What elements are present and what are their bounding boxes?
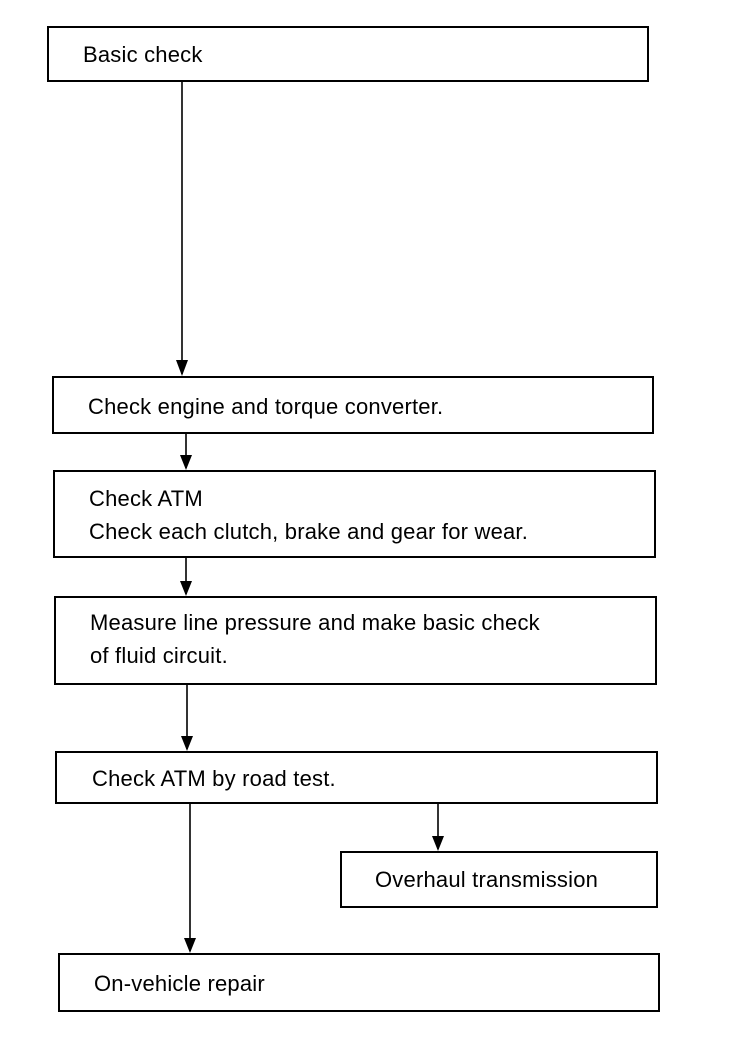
step-check-atm: Check ATM Check each clutch, brake and g… — [53, 470, 656, 558]
step-overhaul: Overhaul transmission — [340, 851, 658, 908]
step-measure-pressure: Measure line pressure and make basic che… — [54, 596, 657, 685]
step-road-test-label: Check ATM by road test. — [92, 766, 336, 791]
step-on-vehicle-repair: On-vehicle repair — [58, 953, 660, 1012]
step-basic-check-label: Basic check — [83, 42, 203, 67]
arrowhead-repair — [184, 938, 196, 953]
step-check-engine-label: Check engine and torque converter. — [88, 394, 444, 419]
arrowhead-atm — [180, 455, 192, 470]
step-measure-pressure-line2: of fluid circuit. — [90, 643, 228, 668]
step-check-atm-detail: Check each clutch, brake and gear for we… — [89, 519, 529, 544]
arrowhead-roadtest — [181, 736, 193, 751]
step-basic-check: Basic check — [47, 26, 649, 82]
step-overhaul-label: Overhaul transmission — [375, 867, 599, 892]
arrowhead-pressure — [180, 581, 192, 596]
arrowhead-engine — [176, 360, 188, 376]
arrowhead-overhaul — [432, 836, 444, 851]
step-check-engine: Check engine and torque converter. — [52, 376, 654, 434]
step-road-test: Check ATM by road test. — [55, 751, 658, 804]
step-check-atm-title: Check ATM — [89, 486, 203, 511]
step-measure-pressure-line1: Measure line pressure and make basic che… — [90, 610, 540, 635]
step-on-vehicle-repair-label: On-vehicle repair — [94, 971, 265, 996]
